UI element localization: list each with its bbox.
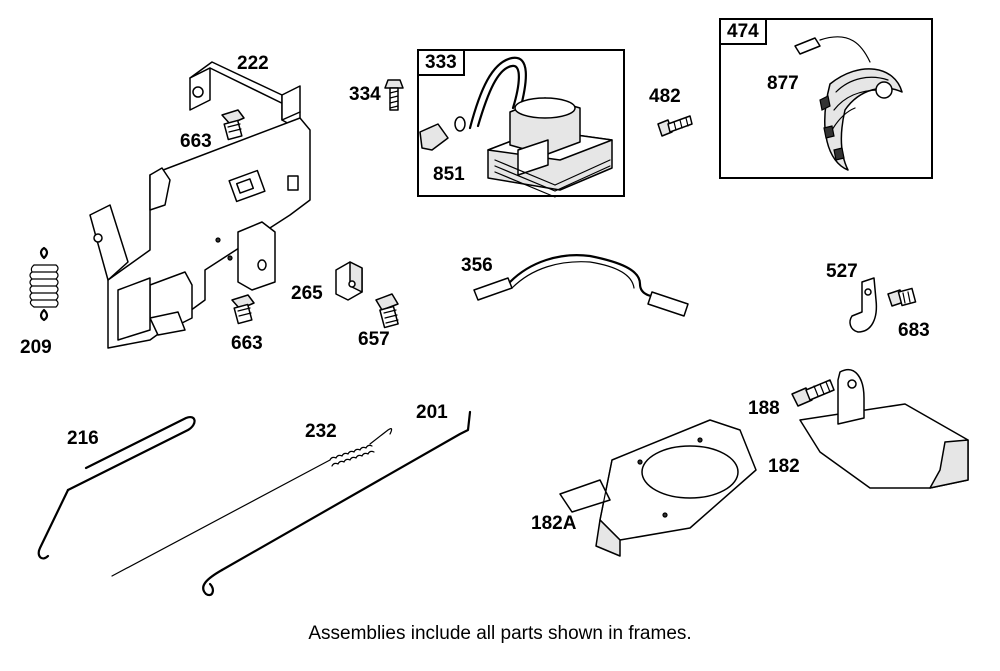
part-label-334: 334 xyxy=(349,84,381,105)
part-label-182a: 182A xyxy=(531,513,577,534)
armature-assembly-frame: 333 xyxy=(417,49,625,197)
part-label-216: 216 xyxy=(67,428,99,449)
part-label-663-lower: 663 xyxy=(231,333,263,354)
spring-209-drawing xyxy=(29,246,59,322)
wire-356-drawing xyxy=(473,254,689,317)
armature-333-drawing xyxy=(419,56,613,198)
part-label-356: 356 xyxy=(461,255,493,276)
part-label-265: 265 xyxy=(291,283,323,304)
part-label-201: 201 xyxy=(416,402,448,423)
bolt-663-lower-drawing xyxy=(231,294,255,325)
part-label-877: 877 xyxy=(767,73,799,94)
screw-482-drawing xyxy=(657,115,693,137)
control-bracket-drawing xyxy=(89,61,311,349)
part-label-188: 188 xyxy=(748,398,780,419)
armature-frame-tag: 333 xyxy=(417,49,465,76)
part-label-222: 222 xyxy=(237,53,269,74)
part-label-527: 527 xyxy=(826,261,858,282)
part-label-182: 182 xyxy=(768,456,800,477)
rod-201-drawing xyxy=(202,410,472,597)
bolt-657-drawing xyxy=(375,293,399,329)
part-label-657: 657 xyxy=(358,329,390,350)
coil-assembly-frame: 474 xyxy=(719,18,933,179)
part-label-209: 209 xyxy=(20,337,52,358)
bolt-663-upper-drawing xyxy=(221,109,245,141)
clamp-527-drawing xyxy=(849,277,878,333)
part-label-663-upper: 663 xyxy=(180,131,212,152)
bracket-182a-drawing xyxy=(559,419,757,557)
diagram-caption: Assemblies include all parts shown in fr… xyxy=(308,623,692,644)
ignition-coil-877-drawing xyxy=(794,36,903,171)
coil-frame-tag: 474 xyxy=(719,18,767,45)
part-label-482: 482 xyxy=(649,86,681,107)
bolt-683-drawing xyxy=(887,287,917,307)
part-label-683: 683 xyxy=(898,320,930,341)
clip-265-drawing xyxy=(335,261,363,301)
link-216-drawing xyxy=(37,416,196,560)
part-label-851: 851 xyxy=(433,164,465,185)
bolt-188-drawing xyxy=(791,379,835,407)
part-label-232: 232 xyxy=(305,421,337,442)
guard-182-drawing xyxy=(799,369,969,489)
governor-spring-232-drawing xyxy=(111,428,393,577)
screw-334-drawing xyxy=(384,79,404,111)
